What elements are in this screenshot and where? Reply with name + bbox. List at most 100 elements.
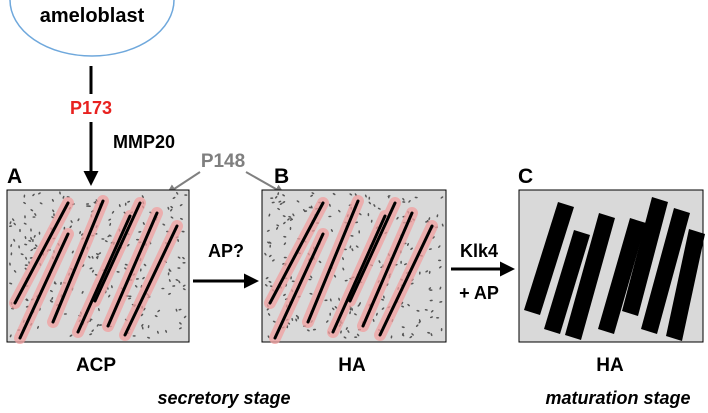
speckle [30,248,34,252]
maturation-stage-label: maturation stage [545,388,690,408]
speckle [282,215,286,218]
speckle [128,295,132,298]
speckle [136,238,140,241]
speckle [128,297,132,300]
speckle [77,218,80,222]
speckle [96,253,99,256]
speckle [372,318,375,322]
panel-c-crystal [565,213,615,340]
speckle [141,323,144,327]
speckle [10,243,13,248]
speckle [178,308,182,311]
speckle [96,323,99,327]
panel-a-caption: ACP [76,355,116,376]
speckle [429,289,433,291]
speckle [402,333,405,337]
panel-c-crystal [598,218,646,334]
speckle [429,299,433,302]
speckle [70,220,73,224]
speckle [19,228,21,233]
speckle [283,235,287,238]
speckle [269,244,272,248]
panel-b-crystal [306,199,360,324]
speckle [355,245,359,248]
panel-a-crystal [106,211,159,328]
speckle [143,263,147,267]
speckle [410,247,413,250]
speckle [291,317,294,321]
speckle [49,290,53,293]
speckle [9,221,12,225]
speckle [34,213,37,216]
speckle [268,213,271,217]
speckle [274,195,278,199]
secretory-stage-label: secretory stage [157,388,290,408]
speckle [364,194,367,198]
panel-c-crystal [666,229,705,341]
speckle [288,215,292,218]
speckle [62,195,65,199]
speckle [265,276,269,280]
speckle [344,279,348,282]
speckle [272,320,276,323]
speckle [328,215,332,218]
speckle [98,308,100,312]
speckle [428,217,431,221]
speckle [111,285,113,289]
klk4-label: Klk4 [460,241,498,261]
panel-c-crystals [524,197,705,341]
speckle [351,307,353,311]
speckle [177,238,179,242]
speckle [63,313,67,315]
panel-a-crystals [9,195,183,344]
speckle [30,209,34,212]
speckle [400,301,404,305]
speckle [157,309,161,313]
speckle [134,284,138,288]
speckle [127,200,131,203]
speckle [13,222,16,226]
speckle [24,243,28,246]
speckle [332,192,336,196]
speckle [283,242,287,246]
speckle [179,322,182,325]
speckle [176,191,179,195]
speckle [268,254,272,258]
speckle [51,297,54,300]
speckle [402,201,406,203]
speckle [178,280,181,284]
speckle [429,316,434,319]
speckle [168,292,171,295]
speckle [24,215,26,219]
speckle [168,269,172,272]
speckle [342,267,345,271]
speckle [436,214,439,218]
speckle [278,200,282,203]
speckle [267,313,271,316]
panel-c-letter: C [518,165,533,188]
speckle [282,194,286,197]
panel-a-crystal [51,199,105,324]
speckle [334,306,338,309]
speckle [358,212,362,216]
speckle [182,284,186,287]
speckle [310,275,313,279]
speckle [283,293,286,297]
speckle [85,203,90,205]
speckle [290,276,292,280]
speckle [424,309,428,311]
speckle [268,280,272,283]
speckle [438,266,442,269]
speckle [438,245,441,248]
speckle [182,256,185,260]
speckle [139,268,142,272]
speckle [276,226,279,230]
speckle [138,231,142,233]
speckle [373,204,376,207]
mmp20-label: MMP20 [113,132,175,152]
speckle [91,255,94,259]
speckle [356,333,360,337]
speckle [182,261,186,264]
speckle [428,287,432,290]
speckle [32,216,36,218]
